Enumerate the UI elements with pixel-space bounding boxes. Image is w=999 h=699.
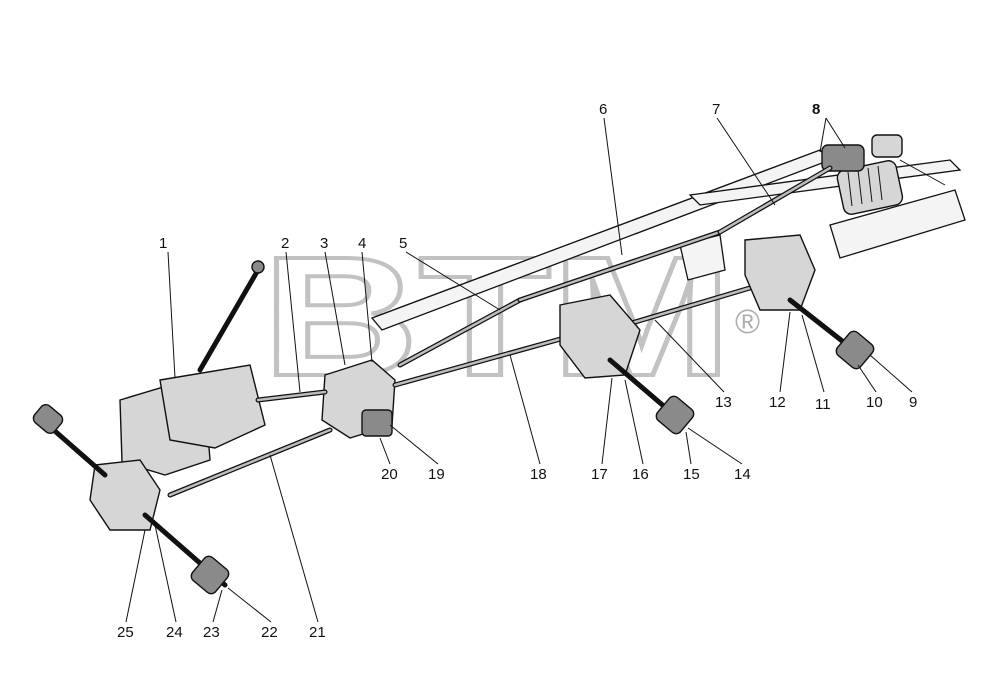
callout-24: 24: [166, 624, 183, 641]
callout-19: 19: [428, 466, 445, 483]
callout-21: 21: [309, 624, 326, 641]
callout-15: 15: [683, 466, 700, 483]
callout-11: 11: [815, 396, 831, 413]
callout-23: 23: [203, 624, 220, 641]
callout-2: 2: [281, 235, 289, 252]
transfer-case: [321, 359, 396, 439]
front-axle-housing: [89, 459, 161, 531]
callout-12: 12: [769, 394, 786, 411]
callout-14: 14: [734, 466, 751, 483]
gear-lever-knob: [251, 260, 265, 274]
winch: [821, 134, 946, 215]
callout-8: 8: [812, 101, 820, 118]
callout-4: 4: [358, 235, 366, 252]
callout-25: 25: [117, 624, 134, 641]
callout-labels: 1 2 3 4 5 6 7 8 9 10 11 12 13 14 15 16 1…: [117, 101, 917, 641]
callout-5: 5: [399, 235, 407, 252]
callout-17: 17: [591, 466, 608, 483]
rear-axle: [744, 234, 875, 370]
middle-axle: [559, 294, 695, 435]
callout-7: 7: [712, 101, 720, 118]
callout-9: 9: [909, 394, 917, 411]
gearbox-case: [159, 364, 266, 449]
callout-1: 1: [159, 235, 167, 252]
callout-18: 18: [530, 466, 547, 483]
gear-lever: [197, 267, 261, 373]
callout-13: 13: [715, 394, 732, 411]
winch-brake: [871, 134, 903, 158]
callout-3: 3: [320, 235, 328, 252]
callout-22: 22: [261, 624, 278, 641]
watermark-registered-mark: ®: [735, 303, 760, 341]
callout-10: 10: [866, 394, 883, 411]
transfer-case-pto: [361, 409, 393, 437]
callout-16: 16: [632, 466, 649, 483]
gearbox: [119, 260, 266, 476]
callout-6: 6: [599, 101, 607, 118]
rear-axle-housing: [744, 234, 816, 311]
rear-crossmember: [829, 189, 966, 259]
callout-20: 20: [381, 466, 398, 483]
propeller-shafts: [167, 165, 833, 498]
leader-lines: [125, 117, 913, 623]
front-axle: [32, 403, 230, 595]
